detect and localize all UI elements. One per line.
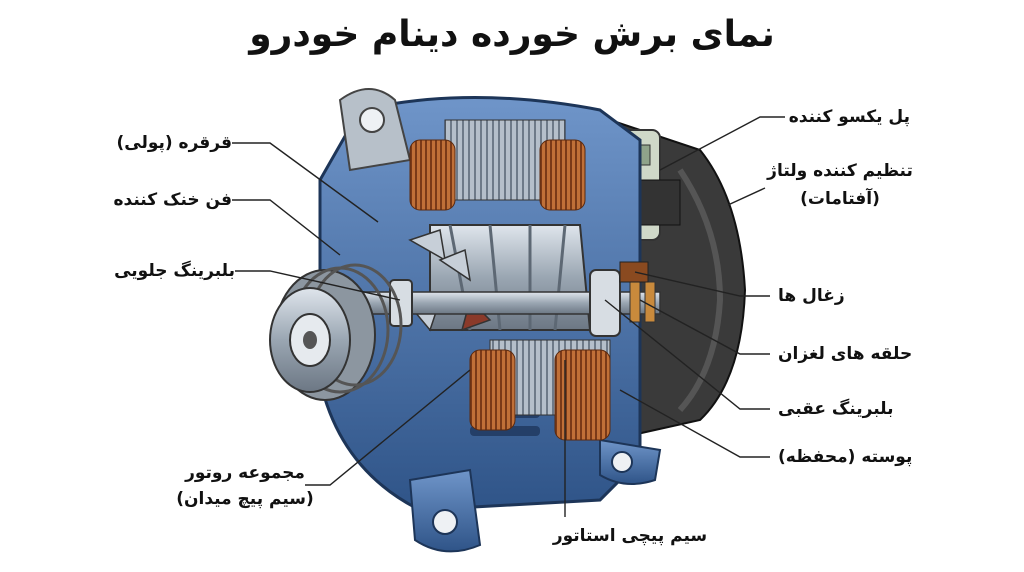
label-stator: سیم پیچی استاتور: [552, 526, 708, 546]
label-pulley: قرقره (پولی): [116, 133, 232, 153]
label-housing: پوسته (محفظه): [778, 447, 913, 467]
diagram-title: نمای برش خورده دینام خودرو: [249, 14, 775, 55]
label-front-bearing: بلبرینگ جلویی: [114, 261, 235, 281]
label-rotor-line2: (سیم پیچ میدان): [176, 489, 314, 509]
leader-lines: [232, 116, 785, 517]
label-slip-rings: حلقه های لغزان: [778, 344, 913, 364]
label-rear-bearing: بلبرینگ عقبی: [778, 399, 894, 419]
shaft: [329, 261, 661, 337]
stator-top: [409, 119, 586, 211]
regulator-block: [639, 179, 681, 226]
label-brushes: زغال ها: [778, 286, 845, 306]
label-regulator-line1: تنظیم کننده ولتاژ: [767, 161, 913, 181]
stator-bottom: [469, 339, 611, 441]
label-rotor-line1: مجموعه روتور: [185, 463, 305, 483]
label-regulator-line2: (آفتامات): [800, 189, 880, 209]
label-rectifier: پل یکسو کننده: [788, 107, 910, 127]
pulley: [269, 263, 403, 401]
label-fan: فن خنک کننده: [113, 190, 233, 210]
